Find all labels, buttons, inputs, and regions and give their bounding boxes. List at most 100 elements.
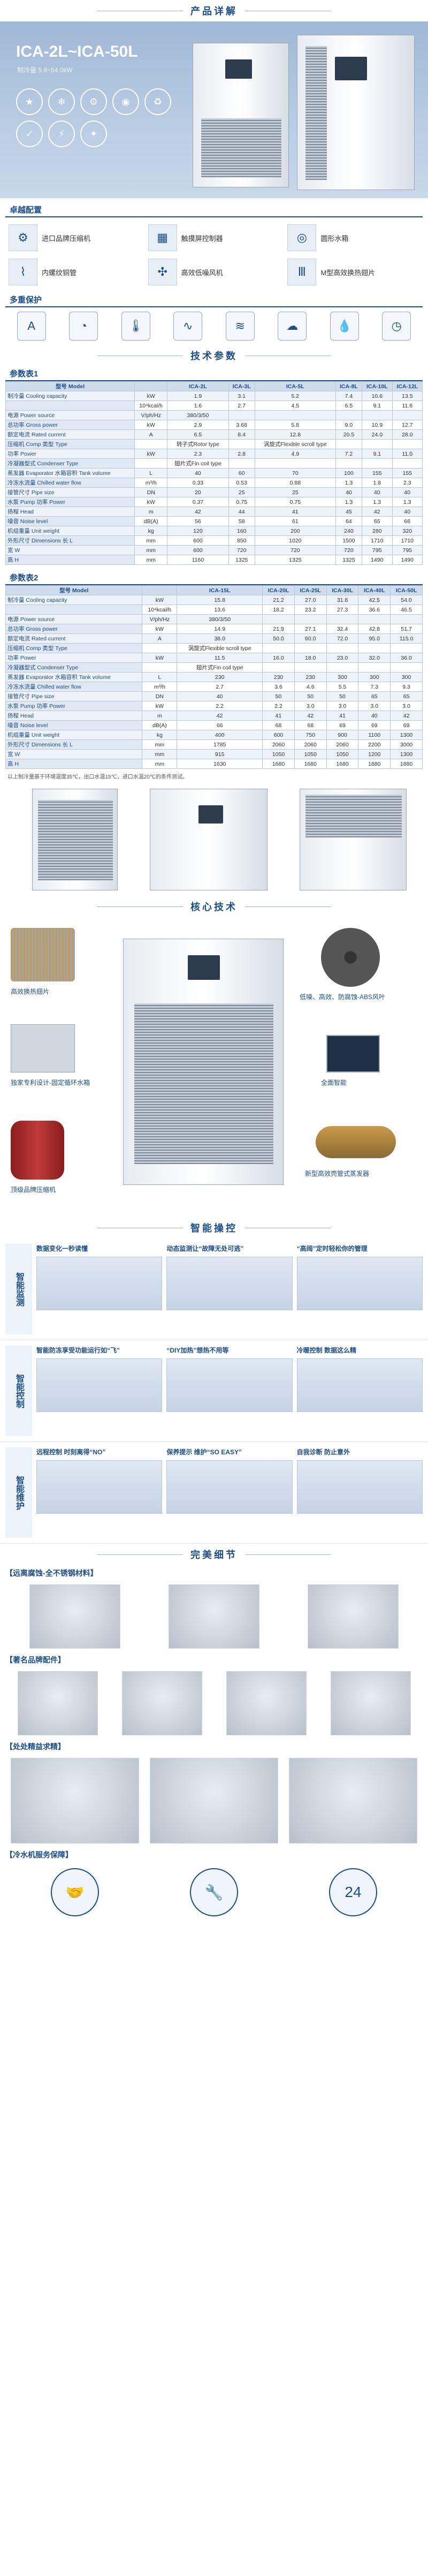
table-cell: [390, 614, 423, 624]
core-label: 顶级品牌压缩机: [11, 1186, 56, 1193]
table-cell: 电源 Power source: [5, 410, 135, 420]
table-cell: 0.37: [167, 497, 229, 507]
table-cell: 2200: [358, 739, 391, 750]
table-cell: 冷冻水流量 Chilled water flow: [5, 478, 135, 488]
grill: [305, 795, 402, 837]
wave-icon: ≋: [225, 312, 255, 341]
table-cell: A: [134, 429, 168, 440]
phase-icon: ∿: [173, 312, 203, 341]
table-cell: 1880: [358, 759, 391, 769]
table-cell: 扬程 Head: [5, 507, 135, 517]
chiller-photo: [150, 789, 268, 890]
table-cell: 1500: [335, 535, 363, 546]
table-cell: 68: [262, 720, 295, 730]
table-cell: [142, 643, 178, 653]
table-cell: 27.1: [294, 624, 327, 634]
table-cell: [294, 643, 327, 653]
table-cell: 2.3: [167, 449, 229, 459]
table-cell: 1050: [262, 749, 295, 759]
table-cell: [262, 614, 295, 624]
table-cell: 720: [254, 545, 336, 555]
water-icon: ☁: [278, 312, 307, 341]
detail-item: [11, 1758, 139, 1844]
table-cell: 20.5: [335, 429, 363, 440]
table-cell: 冷凝器型式 Condenser Type: [5, 662, 143, 673]
table-cell: [294, 614, 327, 624]
table-cell: 600: [262, 730, 295, 740]
grill: [38, 800, 113, 880]
table-cell: 51.7: [390, 624, 423, 634]
config-item: ⚙进口品牌压缩机: [9, 223, 141, 253]
table-cell: 制冷量 Cooling capacity: [5, 595, 143, 605]
table-cell: m³/h: [142, 682, 178, 692]
detail-row: [0, 1668, 428, 1739]
table-cell: kW: [142, 624, 178, 634]
table-cell: [358, 662, 391, 673]
table-cell: V/ph/Hz: [142, 614, 178, 624]
table-cell: [358, 614, 391, 624]
table-cell: 0.75: [254, 497, 336, 507]
table-cell: kW: [142, 653, 178, 663]
table-cell: 65: [358, 691, 391, 701]
cert-icon: ★: [16, 88, 43, 115]
protection-item: 🌡: [117, 312, 155, 341]
table-cell: 功率 Power: [5, 449, 135, 459]
table-cell: 915: [177, 749, 263, 759]
table-cell: 1.3: [335, 478, 363, 488]
title-line: [97, 906, 183, 907]
detail-item: [169, 1584, 259, 1649]
table-cell: 380/3/50: [167, 410, 229, 420]
table-cell: 机组重量 Unit weight: [5, 526, 135, 536]
table-cell: 2060: [262, 739, 295, 750]
section-title-product: 产品详解: [0, 0, 428, 21]
table-cell: 6.5: [335, 401, 363, 411]
screen-image: [36, 1358, 163, 1412]
table-cell: 水泵 Pump 功率 Power: [5, 497, 135, 507]
wiring-image: [11, 1758, 139, 1844]
table-cell: 翅片式Fin coil type: [177, 662, 263, 673]
detail-item: [121, 1671, 202, 1735]
protection-item: ≋: [221, 312, 259, 341]
table-cell: 100: [335, 468, 363, 478]
chiller-photo: [32, 789, 118, 890]
fitting-image: [169, 1584, 259, 1649]
table-cell: 翅片式Fin coil type: [167, 458, 229, 469]
table-cell: 1710: [362, 535, 393, 546]
protection-heading: 多重保护: [5, 292, 423, 307]
table-cell: 36.0: [390, 653, 423, 663]
wrench-icon: 🔧: [190, 1868, 238, 1916]
table-cell: 蒸发器 Evaporator 水箱容积 Tank volume: [5, 672, 143, 682]
table-cell: 3000: [390, 739, 423, 750]
table-cell: 300: [390, 672, 423, 682]
table-cell: kW: [142, 595, 178, 605]
table-cell: 总功率 Gross power: [5, 624, 143, 634]
table-cell: DN: [134, 487, 168, 497]
protection-row: A ◔ 🌡 ∿ ≋ ☁ 💧 ◷: [0, 307, 428, 345]
table-cell: 95.0: [358, 633, 391, 644]
detail-heading: 【远离腐蚀-全不锈钢材料】: [5, 1569, 98, 1577]
table-cell: 300: [358, 672, 391, 682]
cert-icon: ❄: [48, 88, 75, 115]
config-item: ⌇内螺纹铜管: [9, 257, 141, 287]
title-text: 产品详解: [190, 6, 238, 17]
protection-item: ☁: [273, 312, 311, 341]
core-label: 独家专利设计-固定循环水箱: [11, 1079, 90, 1086]
table-header-cell: ICA-15L: [177, 585, 263, 595]
detail-heading: 【著名品牌配件】: [5, 1656, 65, 1664]
core-label: 全面智能: [321, 1079, 347, 1086]
table-cell: 接管尺寸 Pipe size: [5, 487, 135, 497]
table-cell: mm: [134, 555, 168, 565]
table-header-cell: ICA-10L: [362, 381, 393, 391]
table-header-cell: ICA-30L: [326, 585, 359, 595]
table-cell: 24.0: [362, 429, 393, 440]
table-cell: 冷冻水流量 Chilled water flow: [5, 682, 143, 692]
table-cell: 电源 Power source: [5, 614, 143, 624]
config-item: ✣高效低噪风机: [148, 257, 280, 287]
